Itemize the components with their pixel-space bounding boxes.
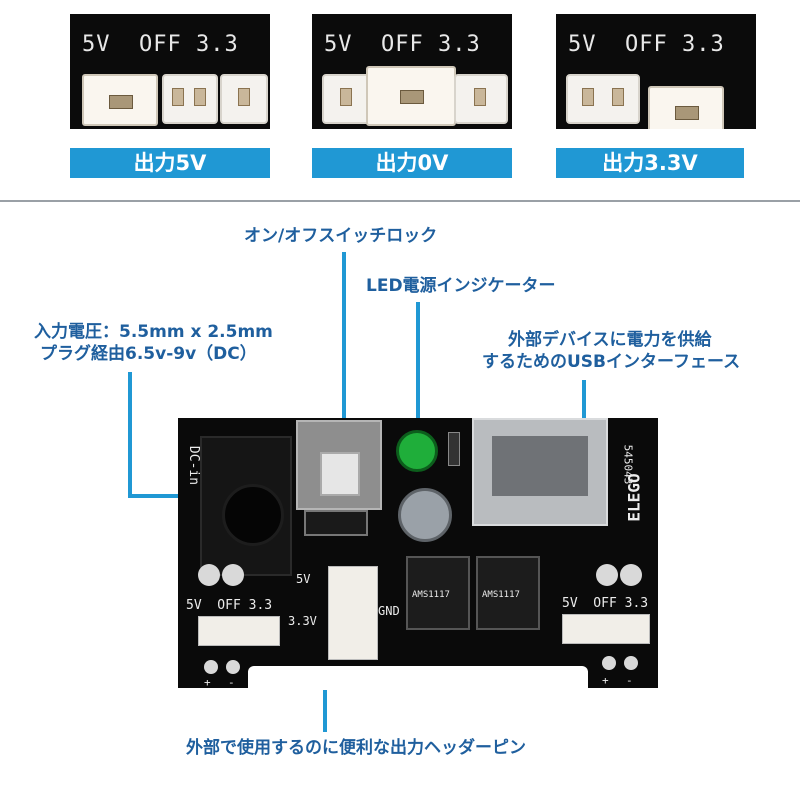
switch-knob[interactable] <box>320 452 360 496</box>
mounting-hole <box>198 564 220 586</box>
dc-in-label: DC-in <box>186 445 202 486</box>
power-switch[interactable] <box>296 420 382 510</box>
header-5v-label: 5V <box>296 572 311 586</box>
power-pad <box>624 656 638 670</box>
pin-header <box>454 74 508 124</box>
pin-header <box>162 74 218 124</box>
usb-port-slot <box>492 436 588 496</box>
jumper-cap <box>366 66 456 126</box>
brand-logo: ELEGO <box>624 473 644 522</box>
jumper-cap <box>82 74 158 126</box>
power-pad <box>204 660 218 674</box>
jumper-photo-3v3: 5V OFF 3.3 <box>556 14 756 129</box>
right-minus-label: - <box>626 674 633 687</box>
right-jumper[interactable] <box>562 614 650 644</box>
power-input-callout-1: 入力電圧：5.5mm x 2.5mm <box>34 322 273 342</box>
breadboard-power-module: DC-in 545043 ELEGO 5V OFF 3.3 5V OFF 3.3… <box>178 418 658 690</box>
dc-jack <box>200 436 292 576</box>
regulator-2-marking: AMS1117 <box>482 590 520 600</box>
output-header-pins <box>328 566 378 660</box>
power-pad <box>602 656 616 670</box>
power-pad <box>226 660 240 674</box>
usb-callout-2: するためのUSBインターフェース <box>482 352 741 372</box>
jumper-photo-5v: 5V OFF 3.3 <box>70 14 270 129</box>
right-selector-label: 5V OFF 3.3 <box>562 596 649 611</box>
switch-leader-line <box>342 252 346 424</box>
capacitor <box>398 488 452 542</box>
right-plus-label: + <box>602 674 609 687</box>
board-notch <box>248 666 588 690</box>
dc-jack-socket <box>222 484 284 546</box>
power-led <box>396 430 438 472</box>
led-callout: LED電源インジケーター <box>366 276 556 296</box>
led-leader-line <box>416 302 420 428</box>
pin-header <box>322 74 370 124</box>
voltage-regulator <box>476 556 540 630</box>
jumper-silkscreen: 5V OFF 3.3 <box>568 32 725 57</box>
power-input-callout-2: プラグ経由6.5v-9v（DC） <box>40 344 257 364</box>
output-3v3-label: 出力3.3V <box>556 148 744 178</box>
mounting-hole <box>620 564 642 586</box>
power-leader-line-v <box>128 372 132 498</box>
jumper-photo-0v: 5V OFF 3.3 <box>312 14 512 129</box>
resistor <box>448 432 460 466</box>
output-5v-label: 出力5V <box>70 148 270 178</box>
pin-header <box>566 74 640 124</box>
usb-callout-1: 外部デバイスに電力を供給 <box>508 330 712 350</box>
voltage-regulator <box>406 556 470 630</box>
jumper-cap <box>648 86 724 129</box>
mounting-hole <box>596 564 618 586</box>
header-3v3-label: 3.3V <box>288 614 317 628</box>
section-divider <box>0 200 800 202</box>
jumper-silkscreen: 5V OFF 3.3 <box>82 32 239 57</box>
pin-header <box>220 74 268 124</box>
mounting-hole <box>222 564 244 586</box>
left-jumper[interactable] <box>198 616 280 646</box>
header-pins-callout: 外部で使用するのに便利な出力ヘッダーピン <box>186 738 526 758</box>
left-plus-label: + <box>204 676 211 689</box>
usb-port[interactable] <box>472 418 608 526</box>
left-selector-label: 5V OFF 3.3 <box>186 598 273 613</box>
header-gnd-label: GND <box>378 604 400 618</box>
output-0v-label: 出力0V <box>312 148 512 178</box>
diode <box>304 510 368 536</box>
left-minus-label: - <box>228 676 235 689</box>
regulator-1-marking: AMS1117 <box>412 590 450 600</box>
jumper-silkscreen: 5V OFF 3.3 <box>324 32 481 57</box>
switch-callout: オン/オフスイッチロック <box>244 226 438 246</box>
